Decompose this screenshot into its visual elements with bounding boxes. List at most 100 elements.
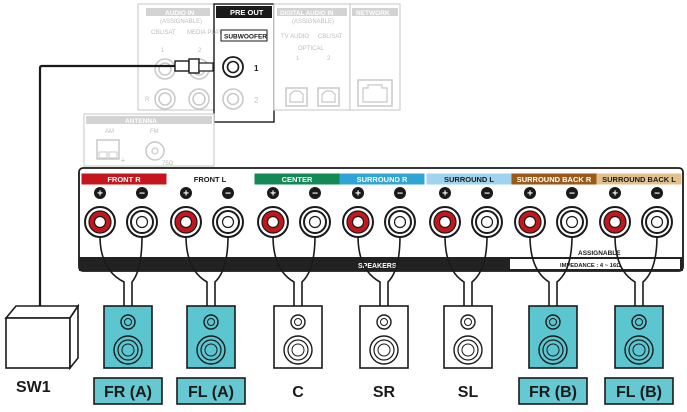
minus-terminal[interactable] bbox=[212, 206, 244, 238]
speaker-cable-minus bbox=[471, 235, 488, 306]
rca-jack-subwoofer-2[interactable] bbox=[222, 88, 244, 110]
rca-jack-audio-in-3[interactable] bbox=[154, 88, 176, 110]
speaker-cable-minus bbox=[642, 235, 658, 306]
channel-label-bg bbox=[81, 173, 167, 185]
polarity-sign: + bbox=[527, 189, 533, 200]
minus-marker bbox=[136, 187, 148, 199]
woofer-cap bbox=[291, 343, 305, 357]
am-ground-mark: ⏚ bbox=[120, 157, 126, 164]
minus-terminal[interactable] bbox=[126, 206, 158, 238]
digital-label-cbl-sat: CBL/SAT bbox=[318, 34, 343, 40]
speaker-cable-plus bbox=[185, 235, 208, 306]
rca-jack-audio-in-4[interactable] bbox=[188, 88, 210, 110]
channel-6: SURROUND BACK R + − bbox=[511, 173, 597, 238]
terminal-hole bbox=[93, 215, 107, 229]
plus-terminal[interactable] bbox=[342, 206, 374, 238]
channel-label-bg bbox=[596, 173, 682, 185]
terminal-hole bbox=[308, 215, 322, 229]
polarity-sign: + bbox=[183, 189, 189, 200]
channel-label-bg bbox=[426, 173, 512, 185]
speaker-cable-plus bbox=[614, 235, 636, 306]
speaker-cable-minus bbox=[387, 235, 401, 306]
plus-marker bbox=[609, 187, 621, 199]
optical-port-1[interactable] bbox=[285, 87, 308, 107]
plus-terminal[interactable] bbox=[429, 206, 461, 238]
tweeter-dome bbox=[464, 318, 472, 326]
terminal-hole bbox=[565, 215, 579, 229]
rca-jack-subwoofer-1[interactable] bbox=[222, 56, 244, 78]
network-title: NETWORK bbox=[356, 10, 390, 17]
speaker-label: FR (B) bbox=[529, 384, 577, 401]
woofer-cap bbox=[121, 343, 135, 357]
fm-antenna-jack[interactable] bbox=[145, 141, 165, 161]
fm-impedance-mark: 75Ω bbox=[162, 161, 174, 167]
audio-in-subtitle: (ASSIGNABLE) bbox=[160, 19, 202, 25]
terminal-hole bbox=[221, 215, 235, 229]
antenna-am-label: AM bbox=[105, 129, 114, 135]
antenna-fm-label: FM bbox=[150, 129, 159, 135]
speaker-label-box bbox=[93, 377, 163, 405]
plus-terminal[interactable] bbox=[84, 206, 116, 238]
am-antenna-terminal[interactable] bbox=[96, 139, 120, 160]
minus-terminal[interactable] bbox=[471, 206, 503, 238]
channel-label-bg bbox=[339, 173, 425, 185]
audio-in-num-2: 2 bbox=[198, 48, 202, 54]
speakers-panel: SPEAKERS ASSIGNABLE IMPEDANCE : 4 ~ 16Ω … bbox=[78, 167, 684, 272]
plus-marker bbox=[94, 187, 106, 199]
speaker-label: FL (A) bbox=[188, 384, 234, 401]
channel-label: FRONT L bbox=[194, 175, 227, 184]
subwoofer-unit bbox=[4, 303, 80, 371]
plus-terminal[interactable] bbox=[599, 206, 631, 238]
subwoofer-cable bbox=[38, 64, 206, 306]
polarity-sign: + bbox=[97, 189, 103, 200]
tweeter-dome bbox=[294, 318, 302, 326]
plus-marker bbox=[524, 187, 536, 199]
optical-num-1: 1 bbox=[296, 56, 300, 62]
minus-terminal[interactable] bbox=[556, 206, 588, 238]
audio-in-r-mark: R bbox=[145, 97, 150, 103]
cable-layer bbox=[38, 58, 658, 306]
minus-terminal[interactable] bbox=[641, 206, 673, 238]
tweeter-dome bbox=[635, 318, 643, 326]
channel-label: SURROUND BACK R bbox=[517, 175, 592, 184]
terminal-hole bbox=[480, 215, 494, 229]
optical-port-2[interactable] bbox=[317, 87, 340, 107]
polarity-sign: + bbox=[355, 189, 361, 200]
polarity-sign: + bbox=[270, 189, 276, 200]
polarity-sign: − bbox=[654, 189, 660, 200]
speaker-label-box bbox=[518, 377, 588, 405]
network-port[interactable] bbox=[357, 79, 393, 107]
audio-in-label-2: MEDIA PLAYER bbox=[187, 30, 231, 36]
plus-marker bbox=[267, 187, 279, 199]
woofer-cap bbox=[377, 343, 391, 357]
minus-marker bbox=[566, 187, 578, 199]
rca-plug-collar bbox=[188, 58, 200, 74]
assignable-label: ASSIGNABLE bbox=[578, 250, 621, 257]
minus-marker bbox=[651, 187, 663, 199]
digital-audio-in-title: DIGITAL AUDIO IN bbox=[280, 10, 334, 17]
optical-num-2: 2 bbox=[327, 56, 331, 62]
speaker-cable-minus bbox=[301, 235, 316, 306]
channel-label: SURROUND R bbox=[357, 175, 408, 184]
minus-marker bbox=[222, 187, 234, 199]
minus-marker bbox=[481, 187, 493, 199]
terminal-hole bbox=[608, 215, 622, 229]
plus-terminal[interactable] bbox=[514, 206, 546, 238]
minus-terminal[interactable] bbox=[384, 206, 416, 238]
terminal-hole bbox=[523, 215, 537, 229]
terminal-hole bbox=[179, 215, 193, 229]
woofer-cap bbox=[546, 343, 560, 357]
polarity-sign: − bbox=[569, 189, 575, 200]
woofer-cap bbox=[632, 343, 646, 357]
tweeter-dome bbox=[124, 318, 132, 326]
speaker-6: FR (B) bbox=[518, 305, 588, 405]
minus-terminal[interactable] bbox=[299, 206, 331, 238]
speaker-cable-plus bbox=[272, 235, 295, 306]
channel-label: FRONT R bbox=[107, 175, 141, 184]
terminal-hole bbox=[135, 215, 149, 229]
speaker-2: FL (A) bbox=[176, 305, 246, 405]
plus-terminal[interactable] bbox=[170, 206, 202, 238]
plus-terminal[interactable] bbox=[257, 206, 289, 238]
woofer-cap bbox=[461, 343, 475, 357]
